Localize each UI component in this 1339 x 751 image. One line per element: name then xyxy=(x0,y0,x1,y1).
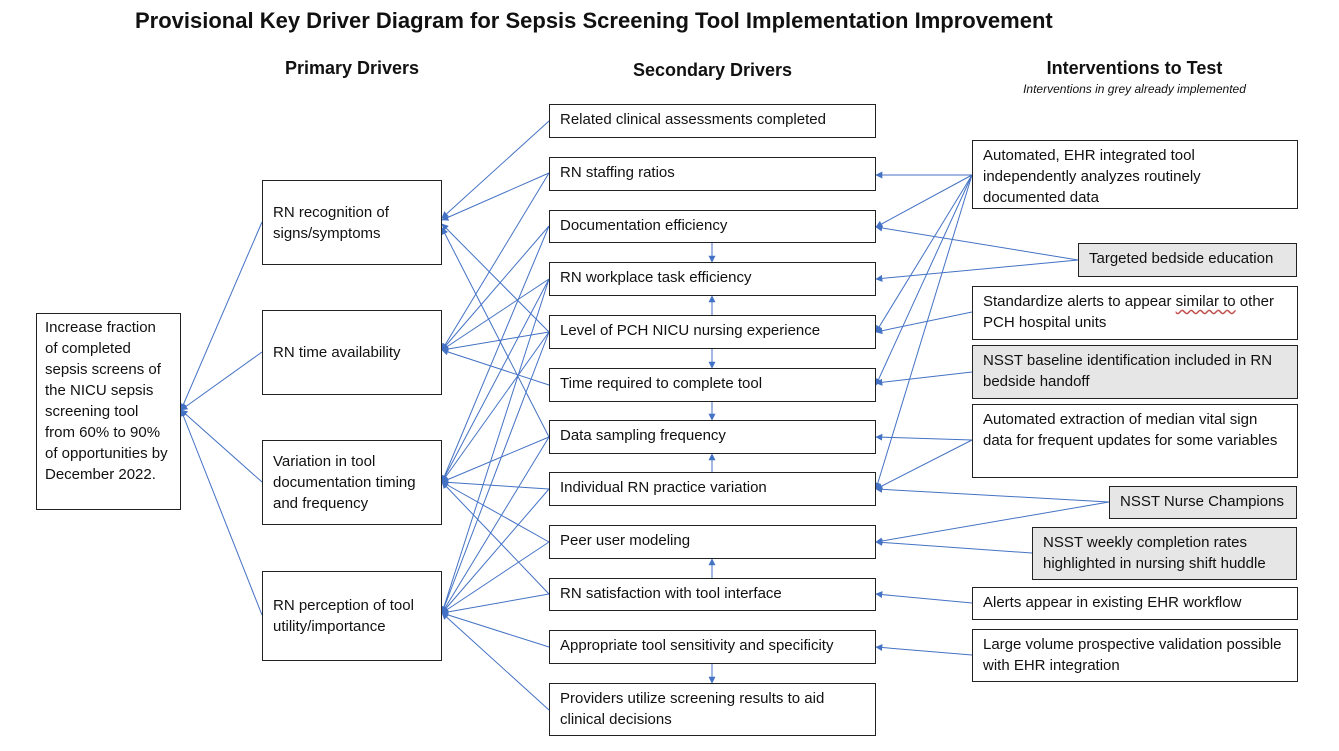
secondary-drivers-header: Secondary Drivers xyxy=(632,60,793,80)
connector-arrow xyxy=(440,331,550,614)
intervention-prospective-validation: Large volume prospective validation poss… xyxy=(972,629,1298,682)
connector-arrow xyxy=(441,488,550,614)
intervention-alerts-ehr-workflow: Alerts appear in existing EHR workflow xyxy=(972,587,1298,620)
connector-arrow xyxy=(875,433,973,441)
connector-arrow xyxy=(441,481,550,595)
primary-driver-time-availability: RN time availability xyxy=(262,310,442,395)
connector-arrow xyxy=(874,174,973,490)
connector-arrow xyxy=(441,331,550,353)
primary-driver-recognition: RN recognition of signs/symptoms xyxy=(262,180,442,265)
intervention-automated-ehr-tool: Automated, EHR integrated tool independe… xyxy=(972,140,1298,209)
secondary-driver-peer-modeling: Peer user modeling xyxy=(549,525,876,559)
connector-arrow xyxy=(180,221,263,411)
connector-arrow xyxy=(441,225,550,483)
connector-arrow xyxy=(875,439,973,490)
secondary-driver-sensitivity: Appropriate tool sensitivity and specifi… xyxy=(549,630,876,664)
connector-arrow xyxy=(875,259,1079,282)
connector-arrow xyxy=(441,278,550,351)
connector-arrow xyxy=(875,174,973,333)
secondary-driver-providers-utilize: Providers utilize screening results to a… xyxy=(549,683,876,736)
connector-arrow xyxy=(441,478,550,490)
connector-arrow xyxy=(441,436,550,614)
connector-arrow xyxy=(441,611,550,648)
secondary-driver-task-efficiency: RN workplace task efficiency xyxy=(549,262,876,296)
intervention-nurse-champions: NSST Nurse Champions xyxy=(1109,486,1297,519)
secondary-driver-staffing-ratios: RN staffing ratios xyxy=(549,157,876,191)
connector-arrow xyxy=(875,485,1110,503)
connector-arrow xyxy=(441,172,550,351)
connector-arrow xyxy=(440,278,550,614)
connector-arrow xyxy=(875,591,973,604)
intervention-completion-rates-huddle: NSST weekly completion rates highlighted… xyxy=(1032,527,1297,580)
connector-arrow xyxy=(441,593,550,616)
connector-arrow xyxy=(180,351,263,411)
intervention-text: Standardize alerts to appear xyxy=(983,293,1176,310)
intervention-automated-extraction: Automated extraction of median vital sig… xyxy=(972,404,1298,478)
connector-arrow xyxy=(441,227,550,438)
connector-arrow xyxy=(441,225,550,351)
secondary-driver-data-sampling: Data sampling frequency xyxy=(549,420,876,454)
secondary-driver-documentation-efficiency: Documentation efficiency xyxy=(549,210,876,243)
primary-driver-label: Variation in tool documentation timing a… xyxy=(273,453,416,512)
interventions-note: Interventions in grey already implemente… xyxy=(1023,82,1246,96)
connector-arrow xyxy=(875,644,973,656)
connector-arrow xyxy=(441,541,550,614)
intervention-bedside-education: Targeted bedside education xyxy=(1078,243,1297,277)
primary-driver-label: RN recognition of signs/symptoms xyxy=(273,203,389,242)
connector-arrow xyxy=(180,409,263,483)
diagram-title: Provisional Key Driver Diagram for Sepsi… xyxy=(135,8,1053,33)
connector-arrow xyxy=(441,223,550,333)
connector-arrow xyxy=(875,501,1110,545)
connector-arrow xyxy=(441,481,550,543)
connector-arrow xyxy=(180,409,263,616)
spellcheck-marked-text: similar to xyxy=(1175,293,1236,310)
connector-arrow xyxy=(441,436,550,483)
connector-arrow xyxy=(441,172,550,221)
connector-arrow xyxy=(441,612,550,711)
intervention-baseline-handoff: NSST baseline identification included in… xyxy=(972,345,1298,399)
connector-arrow xyxy=(875,538,1033,554)
connector-arrow xyxy=(441,120,550,219)
connector-arrow xyxy=(441,331,550,483)
primary-driver-label: RN time availability xyxy=(273,344,401,361)
connector-arrow xyxy=(875,224,1079,261)
connector-arrow xyxy=(875,371,973,386)
secondary-driver-clinical-assessments: Related clinical assessments completed xyxy=(549,104,876,138)
connector-arrow xyxy=(441,278,550,483)
connector-arrow xyxy=(875,311,973,335)
aim-statement: Increase fraction of completed sepsis sc… xyxy=(36,313,181,510)
intervention-standardize-alerts: Standardize alerts to appear similar to … xyxy=(972,286,1298,340)
secondary-driver-tool-satisfaction: RN satisfaction with tool interface xyxy=(549,578,876,611)
primary-driver-perception: RN perception of tool utility/importance xyxy=(262,571,442,661)
primary-driver-variation: Variation in tool documentation timing a… xyxy=(262,440,442,525)
secondary-driver-time-required: Time required to complete tool xyxy=(549,368,876,402)
secondary-driver-nursing-experience: Level of PCH NICU nursing experience xyxy=(549,315,876,349)
interventions-header: Interventions to Test xyxy=(1046,58,1223,78)
intervention-text: other PCH hospital units xyxy=(983,293,1274,331)
primary-driver-label: RN perception of tool utility/importance xyxy=(273,597,414,635)
connector-arrow xyxy=(875,174,973,386)
connector-arrow xyxy=(875,174,973,228)
secondary-driver-practice-variation: Individual RN practice variation xyxy=(549,472,876,506)
primary-drivers-header: Primary Drivers xyxy=(284,58,420,78)
